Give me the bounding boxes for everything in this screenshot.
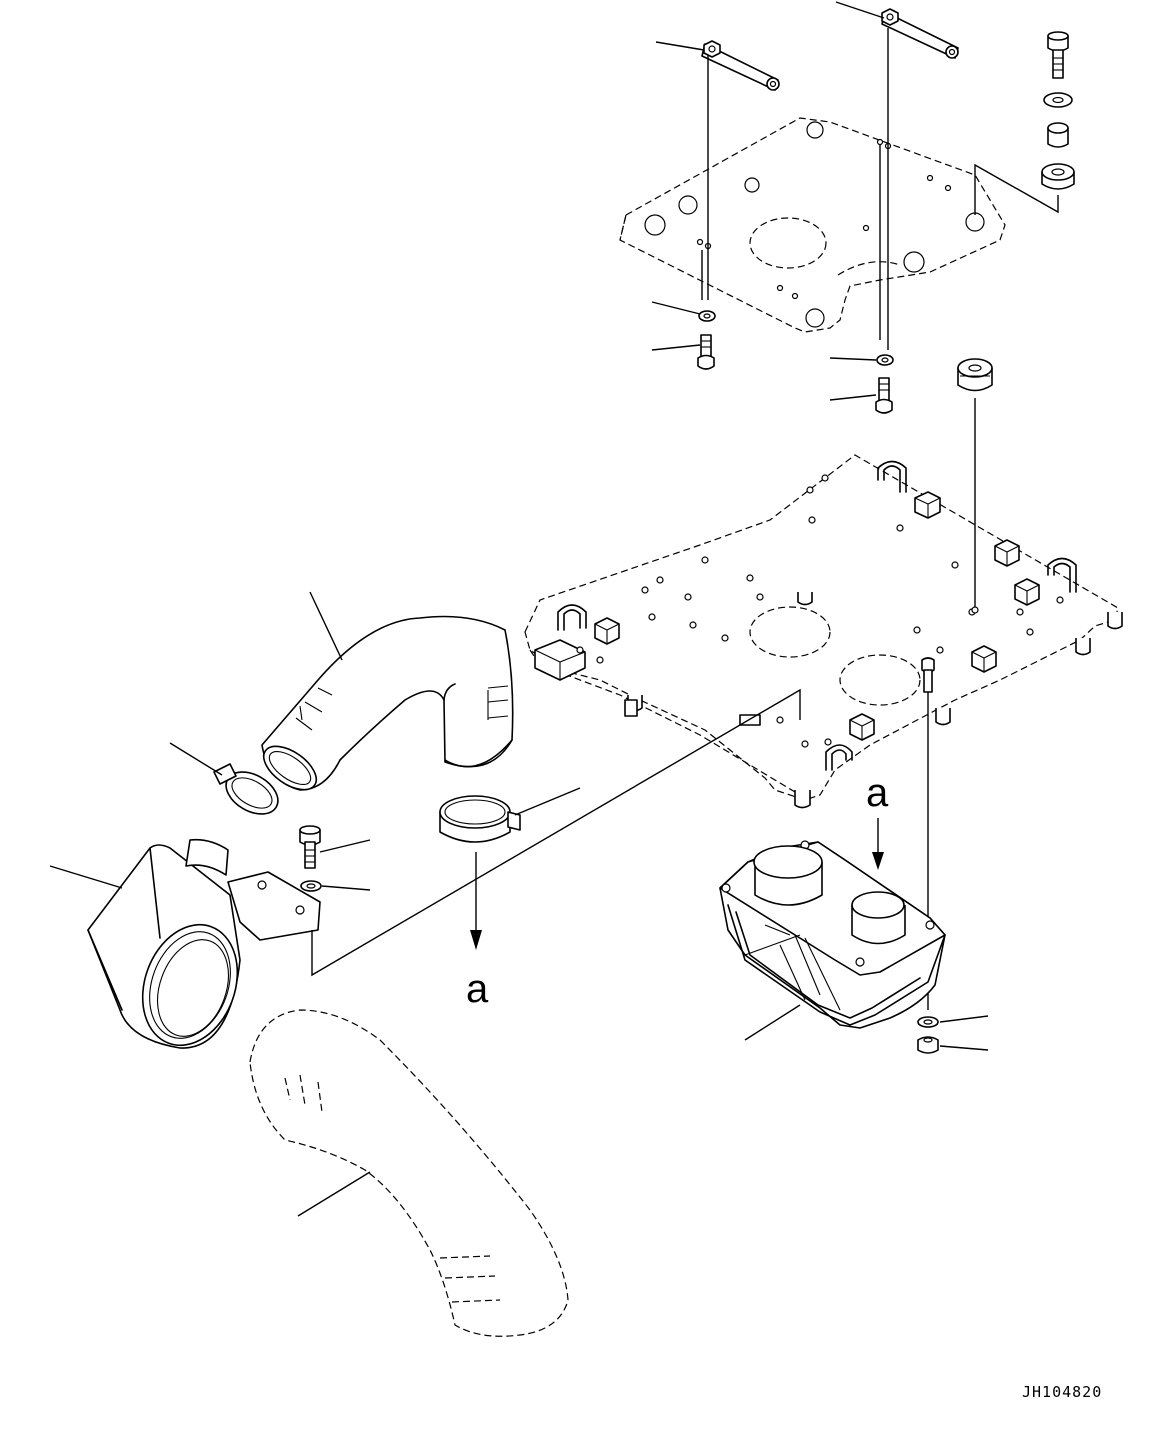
view-marker-upper: a (866, 771, 889, 870)
frame-boss (594, 617, 620, 645)
lower-frame-plate (524, 454, 1123, 809)
elbow-hose (261, 591, 514, 791)
washer-bolt-left (651, 55, 716, 370)
washer-bolt-right (829, 28, 894, 414)
rubber-mount (957, 358, 993, 610)
frame-boss (914, 491, 941, 519)
bolt-stack-top-right (974, 31, 1075, 215)
drawing-code: JH104820 (1022, 1383, 1102, 1401)
lifting-hook (877, 460, 907, 493)
callout-leaders (655, 1, 885, 51)
frame-boss (1014, 578, 1040, 606)
washer-nut-right (917, 1015, 989, 1054)
strap-left (701, 40, 780, 91)
lifting-hook (557, 604, 587, 631)
hose-clamp-right (439, 787, 581, 950)
upper-mounting-plate (619, 117, 1006, 333)
strap-right (881, 8, 959, 59)
hose-clamp-left (169, 742, 279, 815)
frame-boss (849, 713, 875, 741)
view-marker-lower-label: a (466, 967, 489, 1011)
bolt-washer-center (299, 825, 371, 892)
frame-boss (971, 645, 997, 673)
lower-hose-dashed (249, 1009, 569, 1337)
intake-elbow (49, 838, 321, 1049)
reference-line (311, 688, 801, 977)
view-marker-upper-label: a (866, 771, 889, 815)
lifting-hook (825, 744, 853, 771)
lifting-hook (1047, 557, 1077, 593)
muffler-box (719, 840, 946, 1041)
frame-block-left (534, 639, 586, 681)
frame-boss (994, 539, 1020, 567)
